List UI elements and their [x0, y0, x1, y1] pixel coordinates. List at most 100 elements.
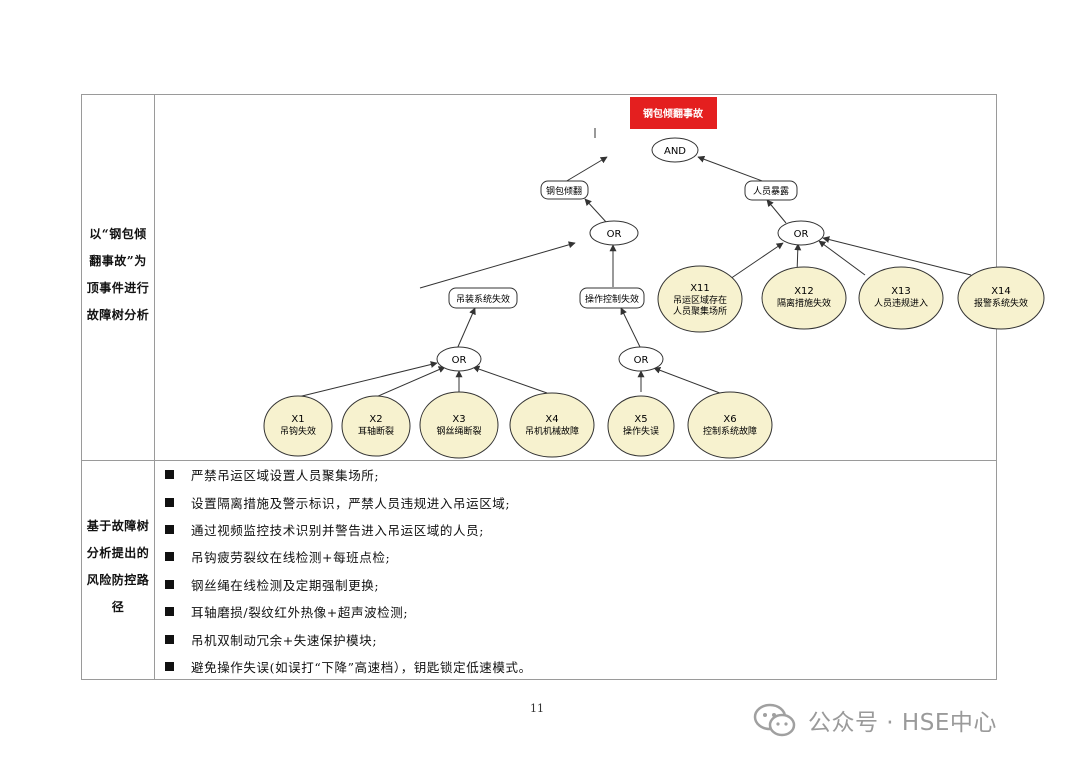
row-label-risk-control: 基于故障树 分析提出的 风险防控路 径	[82, 513, 154, 621]
fault-tree-diagram: 钢包倾翻事故 AND 钢包倾翻 人员暴露 OR OR 吊装系统失效 操作控制失效…	[155, 95, 1045, 460]
edge	[472, 365, 548, 394]
label-line: 顶事件进行	[86, 281, 150, 295]
basic-event-x6-label: 控制系统故障	[703, 425, 757, 437]
basic-event-x13-id: X13	[891, 286, 911, 297]
basic-event-x11	[657, 265, 743, 333]
list-item: 钢丝绳在线检测及定期强制更换;	[155, 571, 997, 598]
table-divider-horizontal	[82, 460, 996, 461]
list-item: 严禁吊运区域设置人员聚集场所;	[155, 461, 997, 488]
label-line: 翻事故”为	[89, 254, 147, 268]
row-label-fault-tree: 以“钢包倾 翻事故”为 顶事件进行 故障树分析	[82, 221, 154, 329]
event-ladle-tipping-label: 钢包倾翻	[546, 185, 582, 197]
list-item: 设置隔离措施及警示标识，严禁人员违规进入吊运区域;	[155, 488, 997, 515]
basic-event-x2	[341, 395, 411, 457]
watermark-text: 公众号 · HSE中心	[808, 710, 997, 736]
or-gate-exposure-label: OR	[794, 229, 809, 240]
edge	[456, 307, 476, 350]
edge	[766, 199, 787, 224]
event-personnel-exposure-label: 人员暴露	[753, 186, 789, 197]
bullet-square-icon	[165, 497, 174, 507]
edge	[375, 366, 446, 398]
basic-event-x5-id: X5	[634, 414, 647, 425]
or-gate-hoist	[436, 346, 482, 372]
event-ladle-tipping	[540, 180, 589, 200]
or-gate-exposure	[777, 220, 825, 246]
measure-text: 吊钩疲劳裂纹在线检测+每班点检;	[191, 550, 391, 566]
basic-event-x11-label: 吊运区域存在	[673, 294, 727, 306]
list-item: 吊钩疲劳裂纹在线检测+每班点检;	[155, 543, 997, 570]
edge	[564, 156, 608, 183]
tree-edges	[297, 128, 972, 398]
and-gate-label: AND	[664, 146, 686, 157]
measure-text: 钢丝绳在线检测及定期强制更换;	[191, 577, 380, 593]
document-table: 以“钢包倾 翻事故”为 顶事件进行 故障树分析 基于故障树 分析提出的 风险防控…	[81, 94, 1045, 680]
label-line: 分析提出的	[86, 546, 150, 560]
basic-event-x2-id: X2	[369, 414, 382, 425]
bullet-square-icon	[165, 524, 174, 534]
label-line: 故障树分析	[86, 308, 150, 322]
edge	[419, 241, 576, 289]
list-item: 吊机双制动冗余+失速保护模块;	[155, 625, 997, 652]
basic-event-x5-label: 操作失误	[623, 425, 659, 437]
edge	[697, 155, 766, 183]
basic-event-x6	[687, 391, 773, 459]
measure-text: 设置隔离措施及警示标识，严禁人员违规进入吊运区域;	[191, 495, 511, 511]
measure-text: 耳轴磨损/裂纹红外热像+超声波检测;	[191, 605, 409, 621]
label-line: 以“钢包倾	[89, 227, 147, 241]
and-gate	[651, 137, 699, 163]
basic-event-x1	[263, 395, 333, 457]
measure-text: 通过视频监控技术识别并警告进入吊运区域的人员;	[191, 522, 485, 538]
watermark: 公众号 · HSE中心	[752, 701, 997, 739]
measure-text: 严禁吊运区域设置人员聚集场所;	[191, 468, 380, 484]
list-item: 耳轴磨损/裂纹红外热像+超声波检测;	[155, 598, 997, 625]
risk-control-list: 严禁吊运区域设置人员聚集场所; 设置隔离措施及警示标识，严禁人员违规进入吊运区域…	[155, 461, 997, 680]
edge	[653, 366, 726, 396]
event-control-failure-label: 操作控制失效	[585, 293, 639, 305]
label-line: 风险防控路	[86, 573, 150, 587]
basic-event-x1-id: X1	[291, 414, 304, 425]
table-divider-vertical	[154, 95, 155, 679]
edge	[818, 240, 866, 276]
or-gate-ladle	[589, 220, 639, 246]
basic-event-x3	[419, 391, 499, 459]
basic-event-x6-id: X6	[723, 414, 736, 425]
edge	[584, 198, 608, 224]
basic-event-x3-id: X3	[452, 414, 465, 425]
top-event-box	[630, 97, 717, 129]
basic-event-x12-label: 隔离措施失效	[777, 297, 831, 309]
basic-event-x3-label: 钢丝绳断裂	[436, 425, 481, 437]
measure-text: 避免操作失误(如误打“下降”高速档），钥匙锁定低速模式。	[191, 659, 532, 675]
bullet-square-icon	[165, 552, 174, 562]
basic-event-x12-id: X12	[794, 286, 814, 297]
edge	[822, 236, 972, 276]
basic-event-x14-label: 报警系统失效	[974, 297, 1028, 309]
or-gate-control	[618, 346, 664, 372]
or-gate-ladle-label: OR	[607, 229, 622, 240]
edge	[620, 307, 642, 350]
bullet-square-icon	[165, 607, 174, 617]
edge	[297, 361, 438, 398]
event-hoist-failure-label: 吊装系统失效	[456, 293, 510, 305]
basic-event-x4-label: 吊机机械故障	[525, 425, 579, 437]
label-line: 基于故障树	[86, 519, 150, 533]
measure-text: 吊机双制动冗余+失速保护模块;	[191, 632, 378, 648]
list-item: 避免操作失误(如误打“下降”高速档），钥匙锁定低速模式。	[155, 653, 997, 680]
basic-event-x14-id: X14	[991, 286, 1011, 297]
basic-event-x4	[509, 392, 595, 458]
basic-event-x1-label: 吊钩失效	[280, 425, 316, 437]
basic-event-x11-id: X11	[690, 283, 710, 294]
fault-tree-svg: 钢包倾翻事故 AND 钢包倾翻 人员暴露 OR OR 吊装系统失效 操作控制失效…	[263, 97, 1045, 459]
wechat-icon	[753, 703, 796, 737]
label-line: 径	[111, 600, 125, 614]
basic-event-x2-label: 耳轴断裂	[358, 425, 394, 437]
basic-event-x11-label: 人员聚集场所	[673, 305, 727, 317]
basic-event-x13-label: 人员违规进入	[874, 298, 928, 309]
edge	[726, 242, 784, 282]
bullet-square-icon	[165, 661, 174, 671]
basic-event-x14	[957, 266, 1045, 330]
or-gate-control-label: OR	[634, 355, 649, 366]
basic-event-x12	[761, 266, 847, 330]
basic-event-x13	[858, 266, 944, 330]
top-event-label: 钢包倾翻事故	[643, 107, 704, 120]
basic-event-x5	[607, 395, 675, 457]
